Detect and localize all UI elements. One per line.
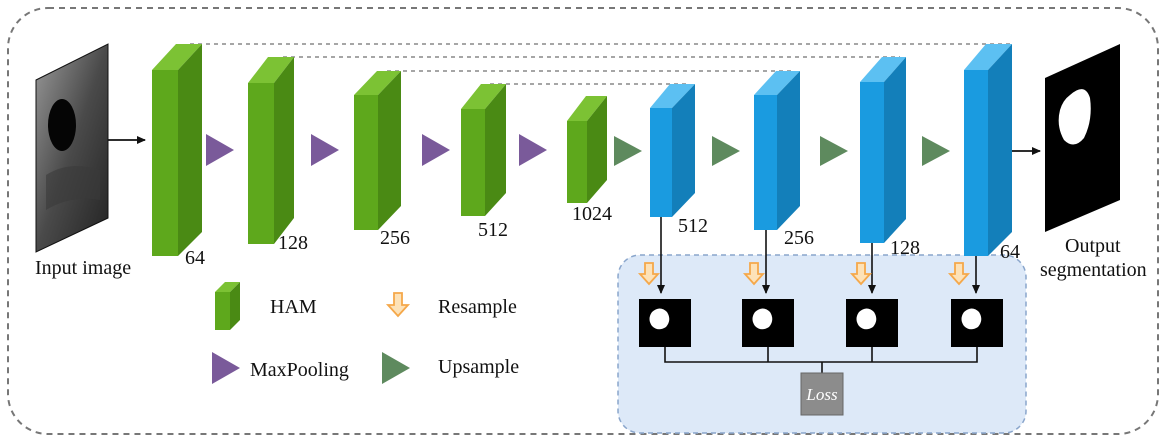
decoder-block-4 (964, 44, 1012, 256)
resample-arrows (637, 262, 971, 286)
input-image-label: Input image (35, 257, 131, 279)
output-segmentation-image (1045, 44, 1120, 232)
encoder-block-3 (354, 71, 401, 230)
deep-supervision-panel (617, 254, 1027, 434)
output-label-line1: Output (1065, 235, 1121, 257)
input-image (35, 43, 109, 253)
predicted-mask (742, 299, 794, 347)
resample-legend-icon (385, 292, 411, 318)
decoder-channel-label: 64 (1000, 241, 1020, 263)
encoder-block-5 (567, 96, 607, 203)
encoder-channel-label: 256 (380, 227, 410, 249)
decoder-channel-label: 256 (784, 227, 814, 249)
predicted-mask (639, 299, 691, 347)
encoder-block-1 (152, 44, 202, 256)
maxpooling-triangle (422, 134, 450, 166)
upsample-triangle (820, 136, 848, 166)
maxpooling-triangle (519, 134, 547, 166)
decoder-channel-label: 512 (678, 215, 708, 237)
skip-connections (190, 43, 1010, 85)
decoder-block-3 (860, 57, 906, 243)
maxpooling-triangle (206, 134, 234, 166)
encoder-block-4 (461, 84, 506, 216)
encoder-channel-label: 128 (278, 232, 308, 254)
decoder-block-2 (754, 71, 800, 230)
encoder-channel-label: 64 (185, 247, 205, 269)
upsample-triangle (614, 136, 642, 166)
output-label-line2: segmentation (1040, 259, 1147, 281)
predicted-mask (951, 299, 1003, 347)
encoder-channel-label: 1024 (572, 203, 612, 225)
maxpooling-triangle (311, 134, 339, 166)
legend-upsample-label: Upsample (438, 356, 519, 378)
loss-box (800, 372, 844, 416)
encoder-block-2 (248, 57, 294, 244)
encoder-channel-label: 512 (478, 219, 508, 241)
supervision-arrows (657, 217, 980, 294)
maxpooling-legend-icon (212, 352, 240, 384)
decoder-block-1 (650, 84, 695, 217)
upsample-triangle (922, 136, 950, 166)
loss-connectors (664, 347, 978, 373)
predicted-mask (846, 299, 898, 347)
legend-ham-label: HAM (270, 296, 317, 318)
upsample-legend-icon (382, 352, 410, 384)
ham-legend-icon (215, 282, 240, 330)
legend-maxpooling-label: MaxPooling (250, 359, 349, 381)
loss-label: Loss (805, 385, 838, 404)
legend-resample-label: Resample (438, 296, 517, 318)
upsample-triangle (712, 136, 740, 166)
decoder-channel-label: 128 (890, 237, 920, 259)
